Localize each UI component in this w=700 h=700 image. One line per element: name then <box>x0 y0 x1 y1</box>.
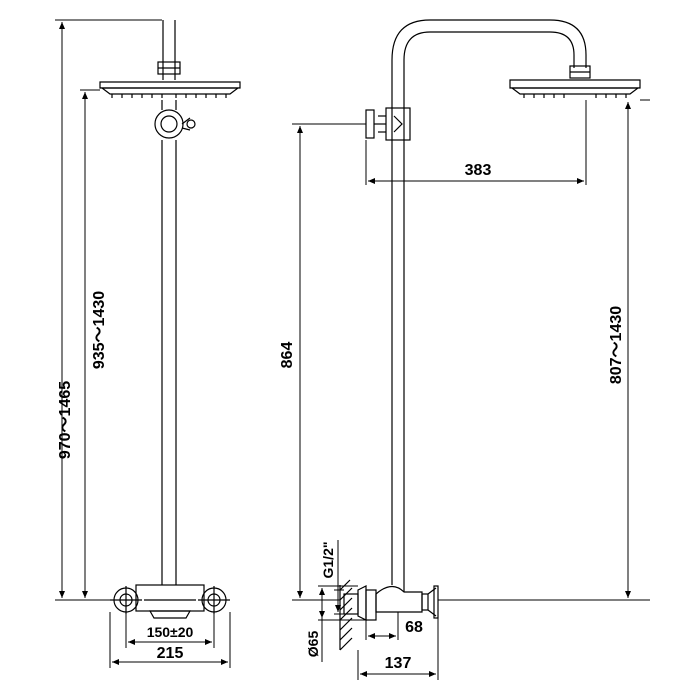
dim-side-head-height-label: 807～1430 <box>608 306 625 384</box>
dim-head-height-label: 935～1430 <box>91 291 108 369</box>
side-view: 383 864 807～1430 G1/2" Ø65 68 137 <box>279 19 650 680</box>
front-left-handle <box>110 586 142 614</box>
dim-depth-total-label: 137 <box>385 655 412 672</box>
side-flange <box>357 585 367 621</box>
dim-depth-short-label: 68 <box>405 619 423 636</box>
front-diverter-body <box>154 109 184 139</box>
front-head-nozzles <box>111 94 227 98</box>
dim-overall-height-label: 970～1465 <box>57 381 74 459</box>
dim-valve-height-label: 864 <box>279 342 296 369</box>
dim-overall-width-label: 215 <box>157 645 184 662</box>
side-diverter-knob <box>365 109 375 139</box>
side-arm-outer <box>391 19 587 68</box>
side-head-nozzles <box>523 94 627 98</box>
side-mixer-body <box>375 585 423 613</box>
dim-inlet-thread-label: G1/2" <box>320 542 336 579</box>
side-diverter-body <box>385 107 411 141</box>
side-shower-head <box>509 79 641 89</box>
dim-inlet-spacing-label: 150±20 <box>147 624 194 640</box>
dim-arm-reach-label: 383 <box>465 162 492 179</box>
side-arm-inner <box>403 31 575 68</box>
side-handle <box>421 585 439 619</box>
dim-flange-diameter-label: Ø65 <box>305 631 321 658</box>
front-view: 970～1465 935～1430 150±20 215 <box>55 19 241 668</box>
front-diverter-lever <box>181 117 191 125</box>
front-shower-head <box>99 81 241 89</box>
front-mixer-body <box>135 584 205 612</box>
front-right-handle <box>198 586 230 614</box>
